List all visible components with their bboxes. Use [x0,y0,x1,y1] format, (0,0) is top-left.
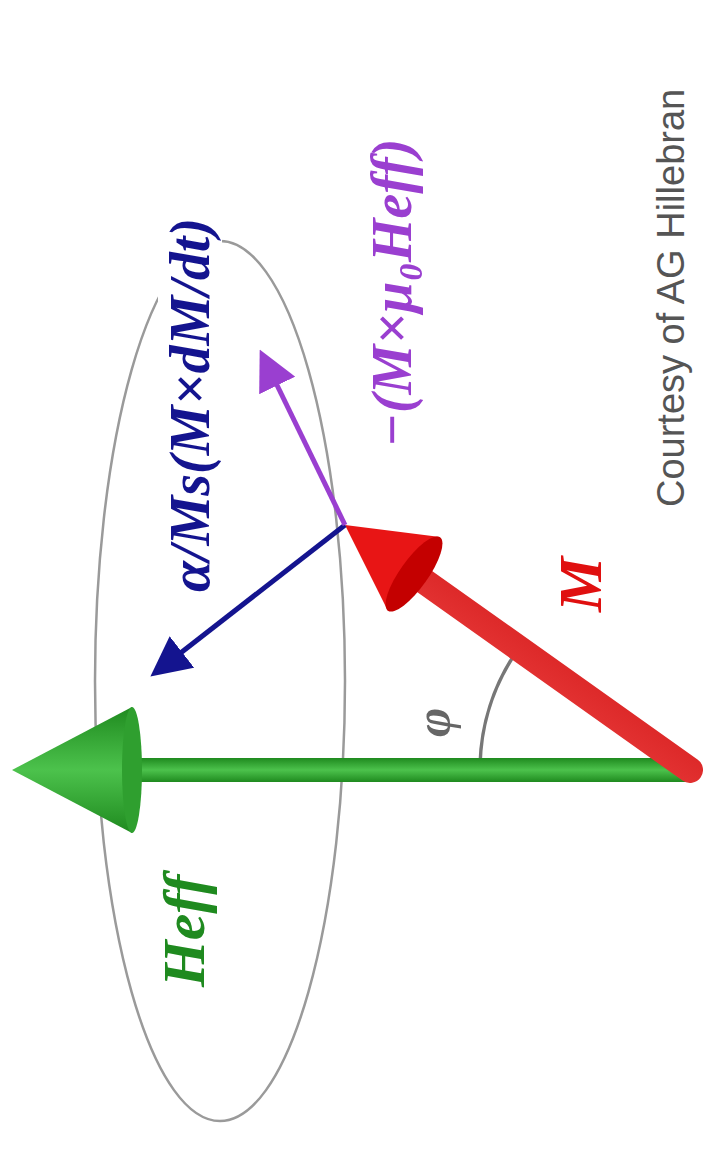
magnetization-cone-base [377,529,452,619]
angle-arc [480,648,519,770]
precession-arrow [275,381,345,525]
precession-term: −(M×μ₀Heff) [360,135,424,451]
field-cone-base [122,707,142,833]
credit-note: Courtesy of AG Hillebran [650,85,694,511]
field-arrowhead [12,707,132,833]
field-label: Heff [150,871,219,991]
angle-label: φ [405,704,463,741]
damping-term: α/Ms(M×dM/dt) [158,214,222,596]
field-shaft [125,758,692,782]
magnetization-label: M [545,553,616,616]
